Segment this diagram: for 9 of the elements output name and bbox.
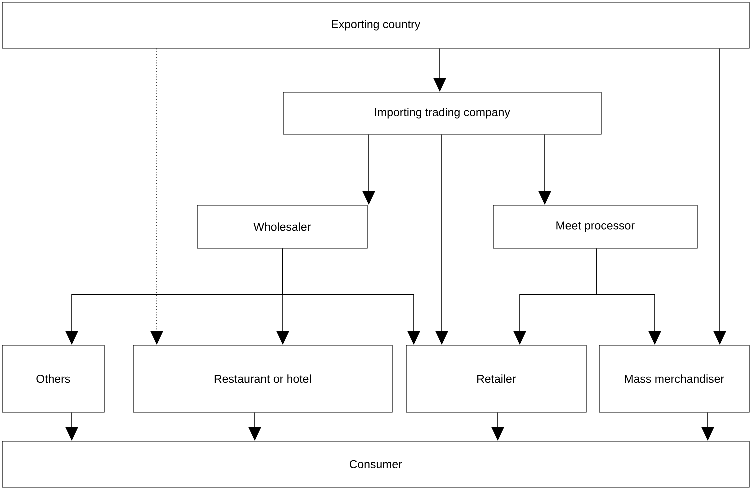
process-box: Exporting country [2,2,750,49]
process-box: Restaurant or hotel [133,345,393,413]
process-box: Importing trading company [283,92,602,135]
process-box: Others [2,345,105,413]
process-box: Mass merchandiser [599,345,750,413]
process-box: Consumer [2,441,750,488]
process-box: Retailer [406,345,587,413]
process-box: Wholesaler [197,205,368,249]
process-box: Meet processor [493,205,698,249]
